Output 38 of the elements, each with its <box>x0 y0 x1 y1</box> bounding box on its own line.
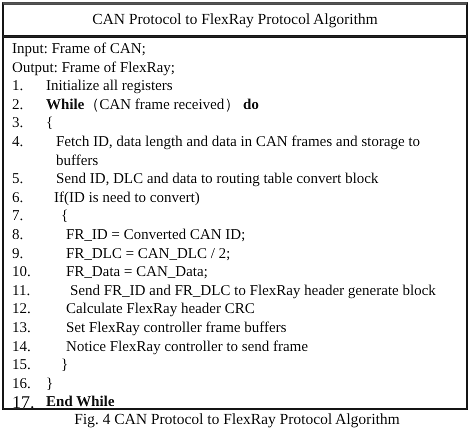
line-number: 11. <box>12 282 30 300</box>
code-line: Fetch ID, data length and data in CAN frames and storage to buffers <box>56 132 422 170</box>
io-line: Input: Frame of CAN; <box>12 40 146 59</box>
line-number: 8. <box>12 226 24 245</box>
code-line: FR_DLC = CAN_DLC / 2; <box>66 244 230 264</box>
line-number: 2. <box>12 96 24 114</box>
code-line: { <box>46 114 54 133</box>
line-number: 17. <box>12 393 34 412</box>
line-number: 7. <box>12 207 24 226</box>
io-line: Output: Frame of FlexRay; <box>12 58 175 78</box>
line-number: 1. <box>12 77 24 96</box>
line-number: 12. <box>12 300 31 319</box>
code-line: Initialize all registers <box>46 77 173 96</box>
code-line: Send ID, DLC and data to routing table convert block <box>56 170 378 189</box>
code-line: FR_Data = CAN_Data; <box>66 263 208 282</box>
table-title: CAN Protocol to FlexRay Protocol Algorithm <box>4 5 466 38</box>
line-number: 16. <box>12 374 31 394</box>
line-number: 13. <box>12 318 31 338</box>
code-line: Set FlexRay controller frame buffers <box>66 318 286 338</box>
code-line: If(ID is need to convert) <box>54 188 200 208</box>
line-number: 5. <box>12 170 24 189</box>
line-number: 15. <box>12 356 31 375</box>
line-number: 6. <box>12 188 24 208</box>
code-line: End While <box>46 393 115 412</box>
line-number: 10. <box>12 263 31 282</box>
code-line: Send FR_ID and FR_DLC to FlexRay header generate block <box>70 282 436 300</box>
code-line: { <box>61 207 68 226</box>
line-number: 9. <box>12 244 24 264</box>
line-number: 14. <box>12 338 31 356</box>
code-line: FR_ID = Converted CAN ID; <box>66 226 246 245</box>
code-line: } <box>61 356 68 375</box>
code-line: Calculate FlexRay header CRC <box>66 300 255 319</box>
figure-caption: Fig. 4 CAN Protocol to FlexRay Protocol Algorithm <box>73 411 401 429</box>
code-line: While（CAN frame received） do <box>46 96 259 114</box>
code-line: } <box>46 374 54 394</box>
line-number: 4. <box>12 132 24 152</box>
code-line: Notice FlexRay controller to send frame <box>66 338 308 356</box>
line-number: 3. <box>12 114 24 133</box>
